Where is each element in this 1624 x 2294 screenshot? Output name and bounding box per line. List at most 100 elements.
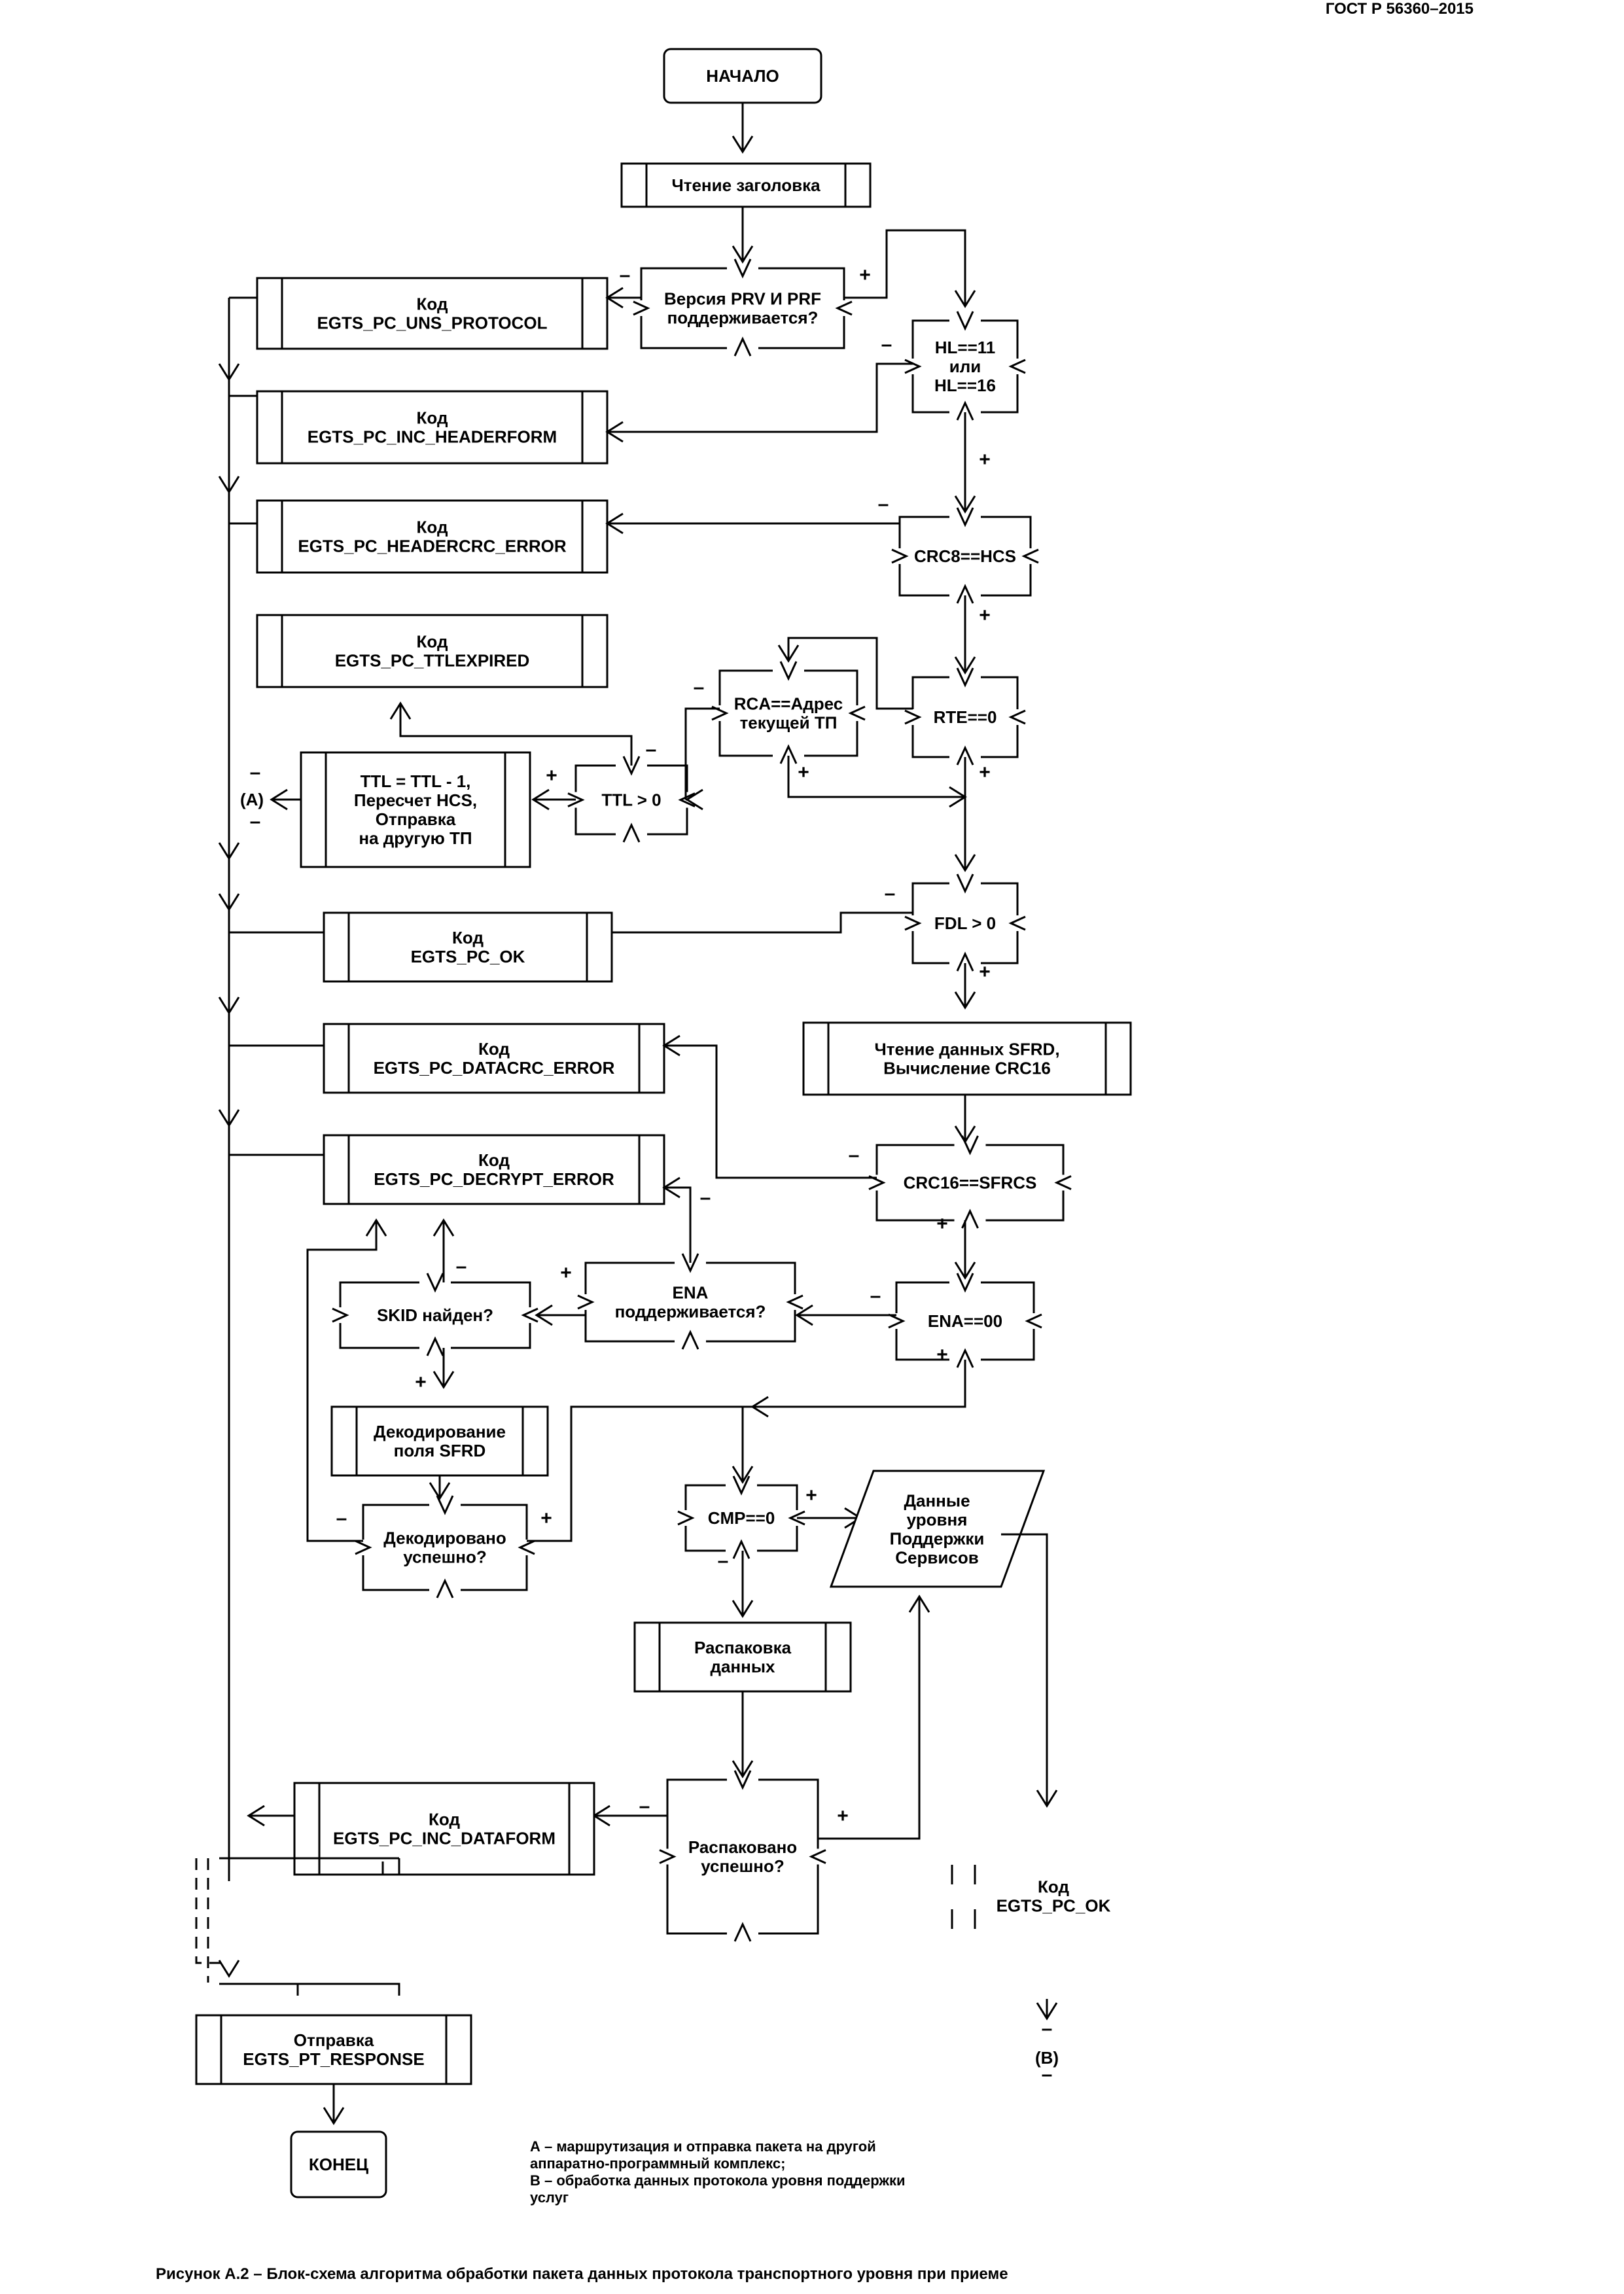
unpacked-ok-decision-edge (666, 1864, 677, 1935)
unpacked-ok-decision-edge (809, 1864, 819, 1935)
ttl-decision-edge (678, 807, 688, 836)
prv-prf-decision-edge (640, 316, 650, 349)
ttl-decision-edge (678, 792, 696, 807)
hl-decision-edge (904, 359, 922, 374)
prv-prf-decision-edge (640, 267, 650, 300)
ena-support-decision-edge (786, 1262, 796, 1294)
arrowhead (662, 1034, 680, 1057)
ena-support-decision-edge (786, 1294, 803, 1310)
send-response-box-label-line2: EGTS_PT_RESPONSE (243, 2049, 424, 2069)
inc-dataform-box-label-line1: Код (429, 1810, 460, 1829)
skid-decision-edge (339, 1323, 349, 1349)
rte-decision-edge (911, 676, 922, 709)
ena00-decision-edge (956, 1348, 974, 1368)
arrowhead (429, 1482, 451, 1500)
rte-decision: RTE==0 (904, 667, 1026, 766)
prv-prf-decision-edge (835, 300, 853, 316)
arrowhead (535, 1304, 553, 1326)
rca-decision-edge (848, 721, 858, 757)
arrowhead (218, 363, 240, 381)
headercrc-error-box-frame (256, 499, 609, 574)
rca-decision-edge (848, 669, 858, 705)
pc-ok-b-label-line1: Код (1038, 1877, 1069, 1897)
ena-support-decision-edge (681, 1330, 699, 1350)
hl-decision-edge (911, 374, 922, 414)
prv-prf-decision-edge (835, 316, 845, 349)
ttl-decision-edge (678, 764, 688, 792)
ttl-decision-label: TTL > 0 (601, 790, 661, 810)
fdl-decision-edge (904, 915, 922, 931)
arrowhead (732, 1600, 754, 1618)
plus-sign: + (546, 765, 557, 786)
arrowhead (605, 287, 624, 309)
ttl-action-box-label-line2: Пересчет HCS, (354, 790, 477, 810)
decoded-ok-decision-label-line1: Декодировано (383, 1528, 506, 1548)
decoded-ok-decision-edge (362, 1504, 372, 1540)
fdl-decision-edge (1008, 882, 1019, 915)
rca-decision-label-line1: RCA==Адрес (734, 694, 843, 714)
ena00-decision-edge (956, 1273, 974, 1293)
flow-line (527, 1405, 752, 1542)
legend-a-line1: А – маршрутизация и отправка пакета на д… (530, 2138, 876, 2155)
arrowhead (218, 1109, 240, 1127)
flow-line (1001, 1533, 1048, 1806)
ena00-decision-edge (1025, 1281, 1035, 1313)
decoded-ok-decision-edge (518, 1504, 528, 1540)
plus-sign: + (979, 449, 991, 470)
rte-decision-edge (956, 667, 974, 688)
arrowhead (795, 1304, 813, 1326)
minus-sign: – (620, 264, 631, 286)
inc-headerform-box-label-line2: EGTS_PC_INC_HEADERFORM (308, 427, 557, 447)
hl-decision-edge (1008, 319, 1019, 359)
rca-decision-edge (718, 669, 729, 705)
minus-sign: – (1042, 2018, 1053, 2039)
ttl-action-box-frame (300, 751, 531, 868)
decoded-ok-decision-edge (436, 1578, 454, 1598)
hl-decision-edge (956, 400, 974, 421)
arrowhead (1036, 2002, 1058, 2020)
ena00-decision-label: ENA==00 (928, 1311, 1002, 1331)
skid-decision-label: SKID найден? (377, 1305, 493, 1325)
flow-line (752, 1360, 966, 1408)
ena-support-decision-edge (584, 1262, 595, 1294)
cmp-decision-edge (732, 1475, 750, 1496)
rca-decision-edge (779, 744, 798, 764)
ena00-decision-edge (888, 1313, 906, 1329)
read-sfrd-box-frame (802, 1021, 1132, 1096)
service-data-label-line1: Данные (904, 1491, 970, 1511)
prv-prf-decision-label-line2: поддерживается? (667, 308, 819, 328)
read-sfrd-box: Чтение данных SFRD,Вычисление CRC16 (802, 1021, 1132, 1096)
plus-sign: + (415, 1371, 427, 1393)
connector-a-label: (A) (240, 790, 264, 809)
rte-decision-edge (904, 709, 922, 725)
flow-line (607, 362, 913, 433)
decrypt-error-box-label-line2: EGTS_PC_DECRYPT_ERROR (374, 1169, 614, 1189)
arrowhead (247, 1805, 265, 1827)
minus-sign: – (1042, 2064, 1053, 2085)
rte-decision-edge (956, 745, 974, 766)
ena00-decision-edge (1025, 1313, 1042, 1329)
send-response-box-label-line1: Отправка (294, 2030, 374, 2050)
prv-prf-decision-edge (633, 300, 650, 316)
hl-decision-edge (1008, 374, 1019, 414)
rte-decision-edge (911, 725, 922, 758)
inc-dataform-box-frame (293, 1782, 595, 1876)
crc8-decision-edge (891, 548, 909, 564)
rca-decision-label-line2: текущей ТП (740, 713, 838, 733)
arrowhead (1036, 1790, 1058, 1808)
datacrc-error-box-label-line1: Код (478, 1039, 510, 1059)
minus-sign: – (336, 1508, 347, 1529)
rte-decision-edge (1008, 709, 1026, 725)
flow-line (219, 1983, 400, 1996)
ttl-decision-edge (622, 822, 641, 843)
rte-decision-label: RTE==0 (934, 707, 997, 727)
dashed-bus (195, 1858, 222, 1964)
read-sfrd-box-label-line1: Чтение данных SFRD, (874, 1040, 1059, 1059)
plus-sign: + (540, 1508, 552, 1529)
